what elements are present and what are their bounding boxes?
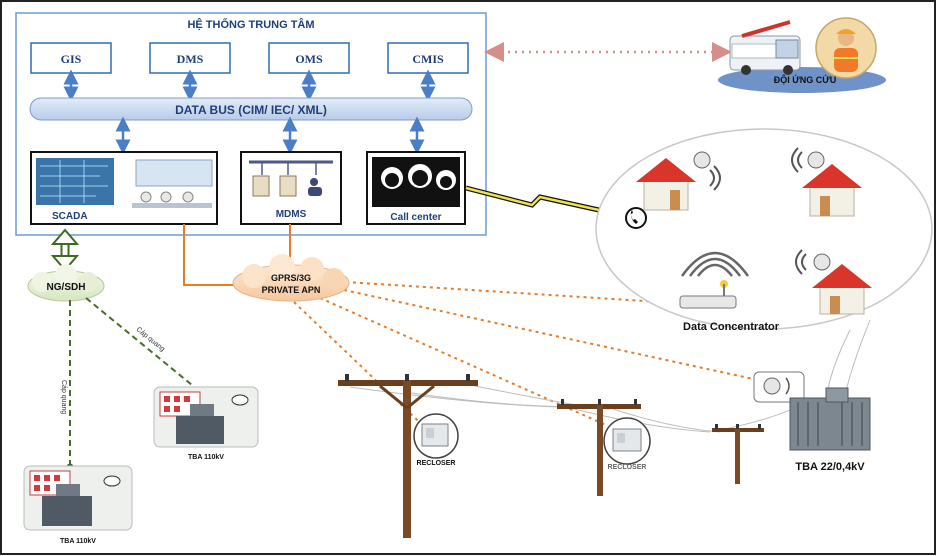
fiber-label-diagonal: Cáp quang <box>135 326 166 353</box>
central-system: HỆ THỐNG TRUNG TÂM GIS DMS OMS CMIS DATA… <box>15 12 487 236</box>
scada-screen-icon <box>36 158 114 205</box>
house-2 <box>791 147 862 217</box>
central-system-title: HỆ THỐNG TRUNG TÂM <box>187 17 314 31</box>
pole-3 <box>712 424 764 484</box>
module-gis: GIS <box>30 42 112 74</box>
substation-110kv-a: TBA 110kV <box>153 386 259 461</box>
crane-truck-icon <box>729 20 801 75</box>
mdms-box: MDMS <box>240 151 342 225</box>
module-dms: DMS <box>149 42 231 74</box>
tba-22-label: TBA 22/0,4kV <box>795 461 865 473</box>
smart-meter-icon <box>813 253 831 271</box>
phone-icon <box>625 207 647 229</box>
server-icon <box>252 175 270 197</box>
recloser-1: RECLOSER <box>413 413 459 467</box>
distribution-transformer: TBA 22/0,4kV <box>753 371 871 473</box>
data-bus-label: DATA BUS (CIM/ IEC/ XML) <box>175 103 327 117</box>
module-label: GIS <box>61 52 82 66</box>
gprs-label-line2: PRIVATE APN <box>262 285 321 295</box>
gprs-field-links <box>293 281 759 439</box>
recloser-label: RECLOSER <box>417 460 456 467</box>
recloser-icon <box>421 423 449 447</box>
ng-sdh-label: NG/SDH <box>47 282 86 293</box>
gprs-cloud: GPRS/3G PRIVATE APN <box>232 254 350 302</box>
ng-sdh-link <box>50 228 80 272</box>
crew-label: ĐỘI ỨNG CỨU <box>774 74 836 85</box>
tba-110-label: TBA 110kV <box>188 454 224 461</box>
call-center-label: Call center <box>390 212 441 223</box>
transformer-icon <box>176 416 224 444</box>
call-center-box: Call center <box>366 151 466 225</box>
module-label: OMS <box>295 52 323 66</box>
module-bus-arrows <box>63 69 436 102</box>
pole-1 <box>338 374 478 538</box>
data-bus <box>29 97 473 121</box>
module-label: CMIS <box>412 52 444 66</box>
smart-meter-icon <box>693 151 711 169</box>
recloser-2: RECLOSER <box>603 417 651 471</box>
customer-zone <box>595 128 933 330</box>
operator-console-icon <box>135 159 213 187</box>
house-roof-icon <box>802 164 862 188</box>
bus-subsystem-arrows <box>115 116 425 155</box>
mdms-label: MDMS <box>276 209 307 220</box>
ng-sdh-cloud: NG/SDH <box>27 264 105 302</box>
server-icon <box>279 175 297 197</box>
pole-2 <box>557 399 641 496</box>
substation-110kv-b: TBA 110kV <box>23 465 133 545</box>
camera-icon <box>103 475 121 487</box>
data-concentrator: Data Concentrator <box>679 251 780 333</box>
user-icon <box>310 178 318 186</box>
fiber-label-vertical: Cáp quang <box>60 380 67 414</box>
house-3 <box>795 249 872 315</box>
transformer-icon <box>42 496 92 526</box>
router-icon <box>679 295 737 309</box>
camera-icon <box>231 394 249 406</box>
gprs-label-line1: GPRS/3G <box>271 273 311 283</box>
response-crew: ĐỘI ỨNG CỨU <box>718 17 886 93</box>
house-roof-icon <box>812 264 872 288</box>
data-concentrator-label: Data Concentrator <box>683 321 780 333</box>
wifi-waves-icon <box>688 257 742 277</box>
smart-meter-icon <box>807 151 825 169</box>
worker-icon <box>815 17 877 79</box>
fiber-link-diagonal <box>85 297 199 391</box>
module-oms: OMS <box>268 42 350 74</box>
house-roof-icon <box>636 158 696 182</box>
scada-box: SCADA <box>30 151 218 225</box>
module-cmis: CMIS <box>387 42 469 74</box>
tba-110-label: TBA 110kV <box>60 538 96 545</box>
module-label: DMS <box>177 52 204 66</box>
house-1 <box>636 151 721 211</box>
recloser-label: RECLOSER <box>608 464 647 471</box>
scada-label: SCADA <box>52 211 88 222</box>
transformer-icon <box>789 397 871 451</box>
